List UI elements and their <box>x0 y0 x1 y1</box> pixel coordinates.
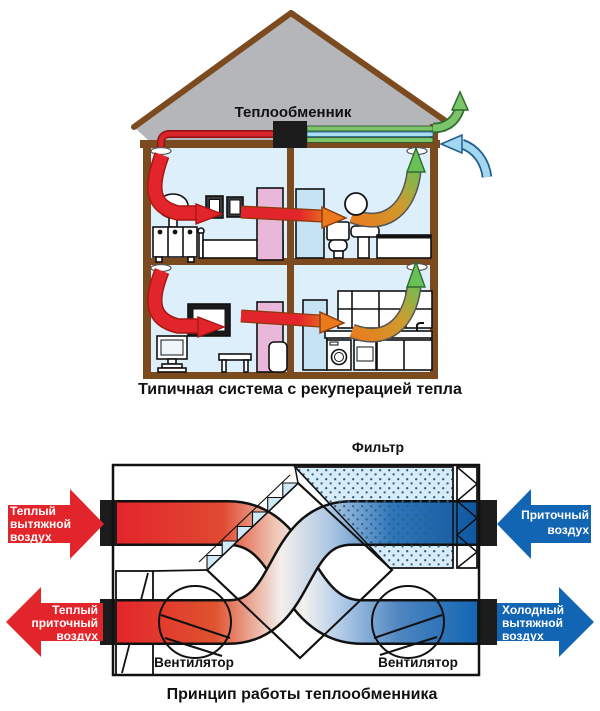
roof-air-arrows <box>432 90 493 178</box>
attic-ducts <box>157 121 434 148</box>
flow-arrows: Теплый вытяжной воздух Приточный воздух … <box>6 489 594 657</box>
arrow-cold-exhaust-label-3: воздух <box>502 629 544 643</box>
toilet-bowl <box>328 239 348 252</box>
arrow-cold-exhaust-label-2: вытяжной <box>502 616 563 630</box>
block-bottom-right <box>477 599 497 645</box>
shower-panel <box>295 188 325 259</box>
heat-exchanger-label: Теплообменник <box>235 104 352 121</box>
fan-left <box>158 585 232 659</box>
arrow-cold-exhaust <box>497 587 594 657</box>
duct-green-bottom <box>306 137 434 143</box>
attic-area <box>134 13 447 140</box>
wall-arrow-top-head <box>321 205 348 230</box>
filter-label: Фильтр <box>352 439 404 455</box>
arrow-warm-supply-label-1: Теплый <box>52 603 98 617</box>
fan-left-label: Вентилятор <box>154 655 234 670</box>
arrow-warm-supply-label-3: воздух <box>56 629 98 643</box>
arrow-fresh-supply-label-1: Приточный <box>521 508 589 522</box>
arrow-warm-exhaust <box>8 489 104 559</box>
living-supply-arrowhead <box>197 315 226 339</box>
kitchen-exhaust-head <box>406 259 426 288</box>
room-air-arrows <box>147 146 427 343</box>
wall-arrow-bottom <box>240 310 321 327</box>
wall-arrow-bottom-head <box>319 310 346 335</box>
fan-right <box>371 585 445 659</box>
exhaust-out-arrow <box>432 106 464 132</box>
intake-in-arrow <box>460 140 491 178</box>
exchanger-diagram: Теплый вытяжной воздух Приточный воздух … <box>6 439 594 703</box>
bedroom-supply-arrow <box>148 152 196 220</box>
bathroom-furniture <box>295 188 432 259</box>
arrow-warm-exhaust-label-3: воздух <box>10 530 52 544</box>
bedroom-supply-arrowhead <box>195 202 224 226</box>
arrow-fresh-supply-label-2: воздух <box>547 523 589 537</box>
house-caption: Типичная система с рекуперацией тепла <box>138 381 462 398</box>
fan-right-label: Вентилятор <box>378 655 458 670</box>
wardrobe-door <box>256 187 284 261</box>
arrow-warm-exhaust-label-1: Теплый <box>10 504 56 518</box>
kitchen-exhaust <box>349 286 420 342</box>
exchanger-caption: Принцип работы теплообменника <box>167 686 438 703</box>
person-head <box>344 192 368 216</box>
vent-bedroom <box>150 146 172 156</box>
toilet-base <box>333 250 344 259</box>
heat-exchanger-unit <box>273 121 307 148</box>
floor-bottom <box>143 372 438 379</box>
floor-mid <box>143 258 438 265</box>
arrow-cold-exhaust-label-1: Холодный <box>502 603 564 617</box>
table-top <box>218 353 252 361</box>
air-streams <box>113 500 479 645</box>
exchanger-casing <box>111 463 481 677</box>
arrow-warm-supply <box>6 587 103 657</box>
intake-in-arrowhead <box>439 133 463 155</box>
sink-basin <box>350 225 380 238</box>
duct-green-top <box>306 125 434 132</box>
filter-duct-line <box>294 466 299 484</box>
arrow-warm-supply-label-2: приточный <box>31 616 98 630</box>
living-supply-arrow <box>148 268 198 333</box>
duct-blue <box>306 131 434 137</box>
arrow-fresh-supply <box>497 489 591 559</box>
monitor-base2 <box>157 367 187 373</box>
kitchen-door <box>302 299 328 371</box>
filter-dots-overlay <box>293 466 454 569</box>
wall-right <box>430 124 438 379</box>
bathroom-exhaust-head <box>405 146 427 173</box>
core-steps <box>198 474 300 572</box>
wall-arrow-top <box>240 206 323 222</box>
duct-red <box>158 131 273 147</box>
armchair <box>268 341 288 373</box>
block-top-right <box>477 500 497 546</box>
sink-column <box>357 236 370 259</box>
bathroom-exhaust <box>349 171 420 227</box>
house-diagram: Теплообменник Типичная система с рекупер… <box>131 10 493 398</box>
faucet-2 <box>416 322 424 331</box>
supply-stream <box>113 502 479 643</box>
exhaust-out-arrowhead <box>450 90 470 111</box>
roof-edge <box>131 10 450 130</box>
arrow-warm-exhaust-label-2: вытяжной <box>10 517 71 531</box>
